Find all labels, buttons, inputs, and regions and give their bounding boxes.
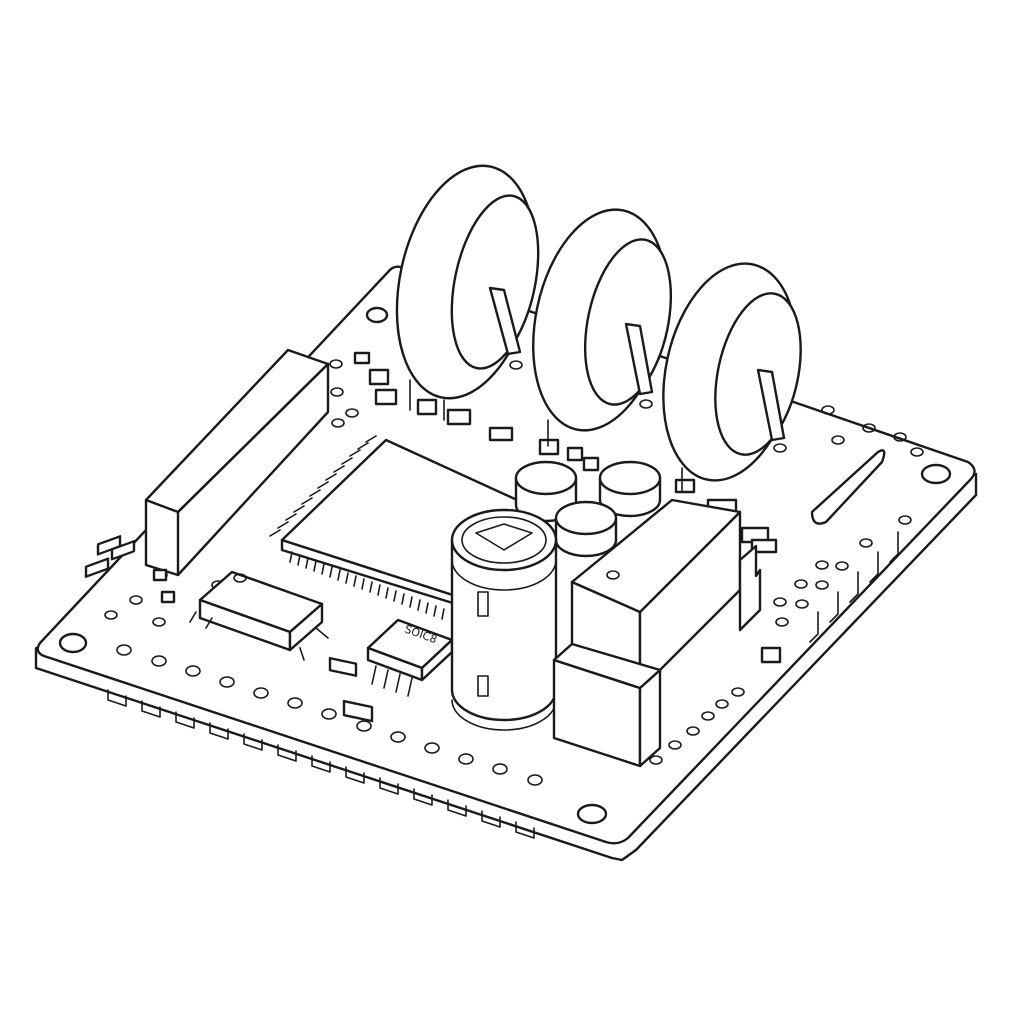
electrolytic-capacitor: [450, 508, 558, 731]
mounting-hole: [58, 632, 88, 654]
castellated-edge-right: [809, 531, 899, 643]
via-row-front: [116, 644, 543, 786]
soic-chip: SOIC8: [366, 618, 454, 697]
mounting-hole: [576, 803, 608, 825]
board-slot: [810, 449, 886, 525]
qfp-pins-front: [289, 551, 445, 620]
mounting-hole: [920, 463, 952, 485]
pin-header: [144, 348, 330, 577]
castellated-edge-front: [107, 689, 535, 839]
qfp-pins-left: [269, 435, 377, 537]
photocoupler: [189, 570, 329, 661]
toroid-inductor-2: [532, 208, 673, 447]
toroid-inductor-3: [662, 262, 802, 493]
smd-components: [84, 351, 782, 723]
via-row-right: [649, 405, 924, 765]
relay-block: [552, 498, 762, 768]
toroid-inductor-1: [395, 164, 540, 421]
mounting-hole: [365, 306, 389, 324]
